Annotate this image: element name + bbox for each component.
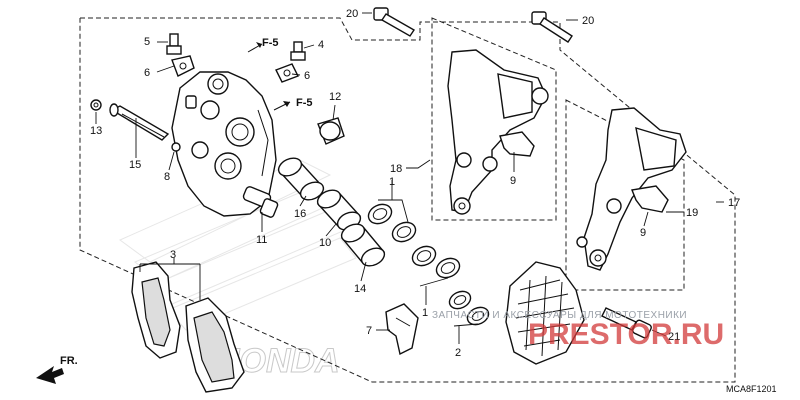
label-3: 3	[170, 249, 176, 261]
label-18: 18	[390, 163, 402, 175]
ref-f5-top: F-5	[262, 37, 279, 49]
arrow-left-down-icon	[36, 366, 64, 384]
watermark-caption: ЗАПЧАСТИ И АКСЕССУАРЫ ДЛЯ МОТОТЕХНИКИ	[432, 310, 687, 321]
label-9-upper: 9	[510, 175, 516, 187]
label-12: 12	[329, 91, 341, 103]
caliper-cover	[505, 261, 585, 365]
label-1-lower: 1	[422, 307, 428, 319]
label-2: 2	[455, 347, 461, 359]
caliper-body	[171, 71, 277, 217]
bleeder-cap-right	[275, 63, 299, 83]
front-marker: FR.	[60, 355, 78, 367]
brake-pad-left	[131, 261, 181, 359]
boot-12	[317, 117, 345, 145]
piston-14	[340, 223, 386, 267]
piston-16	[277, 157, 325, 201]
caliper-bracket-18	[447, 49, 549, 215]
bracket-bolt-20-left	[373, 7, 415, 37]
bleeder-screw-right	[290, 41, 306, 61]
bracket-group-outline-18	[431, 17, 557, 221]
label-8: 8	[164, 171, 170, 183]
label-14: 14	[354, 283, 366, 295]
pad-retainer-9-lower	[631, 185, 669, 213]
label-20-right: 20	[582, 15, 594, 27]
label-10: 10	[319, 237, 331, 249]
caliper-bracket-19	[576, 107, 687, 271]
label-20-left: 20	[346, 8, 358, 20]
pad-spring-7	[385, 303, 419, 356]
label-19: 19	[686, 207, 698, 219]
plug-13	[90, 99, 102, 111]
pad-retainer-9-upper	[499, 131, 535, 157]
label-9-lower: 9	[640, 227, 646, 239]
label-11: 11	[256, 234, 267, 246]
label-1-upper: 1	[389, 176, 395, 188]
label-16: 16	[294, 208, 306, 220]
bracket-bolt-20-right	[531, 11, 573, 43]
label-5: 5	[144, 36, 150, 48]
label-6-right: 6	[304, 70, 310, 82]
label-17: 17	[728, 197, 740, 209]
label-13: 13	[90, 125, 102, 137]
piston-seal-set-lower	[411, 245, 461, 279]
label-4: 4	[318, 39, 324, 51]
ref-f5-mid: F-5	[296, 97, 313, 109]
label-6-left: 6	[144, 67, 150, 79]
label-7: 7	[366, 325, 372, 337]
pin-bolt-15	[109, 103, 170, 141]
bolt-21	[601, 307, 652, 339]
watermark-site: PRESTOR.RU	[528, 318, 724, 351]
assembly-outline	[79, 17, 736, 383]
leader-lines	[95, 12, 724, 344]
label-21: 21	[668, 331, 680, 343]
bleeder-cap-left	[171, 55, 195, 77]
brake-pad-right	[185, 297, 245, 393]
diagram-code: MCA8F1201	[726, 384, 777, 394]
plug-13-inner	[93, 102, 99, 108]
label-15: 15	[129, 159, 141, 171]
dust-seal-set	[448, 290, 490, 326]
sleeve-11	[242, 186, 279, 218]
piston-seal-set-upper	[367, 203, 417, 243]
arrow-right-icon	[247, 42, 291, 111]
bleeder-screw	[166, 33, 182, 55]
ring-8	[171, 142, 181, 152]
